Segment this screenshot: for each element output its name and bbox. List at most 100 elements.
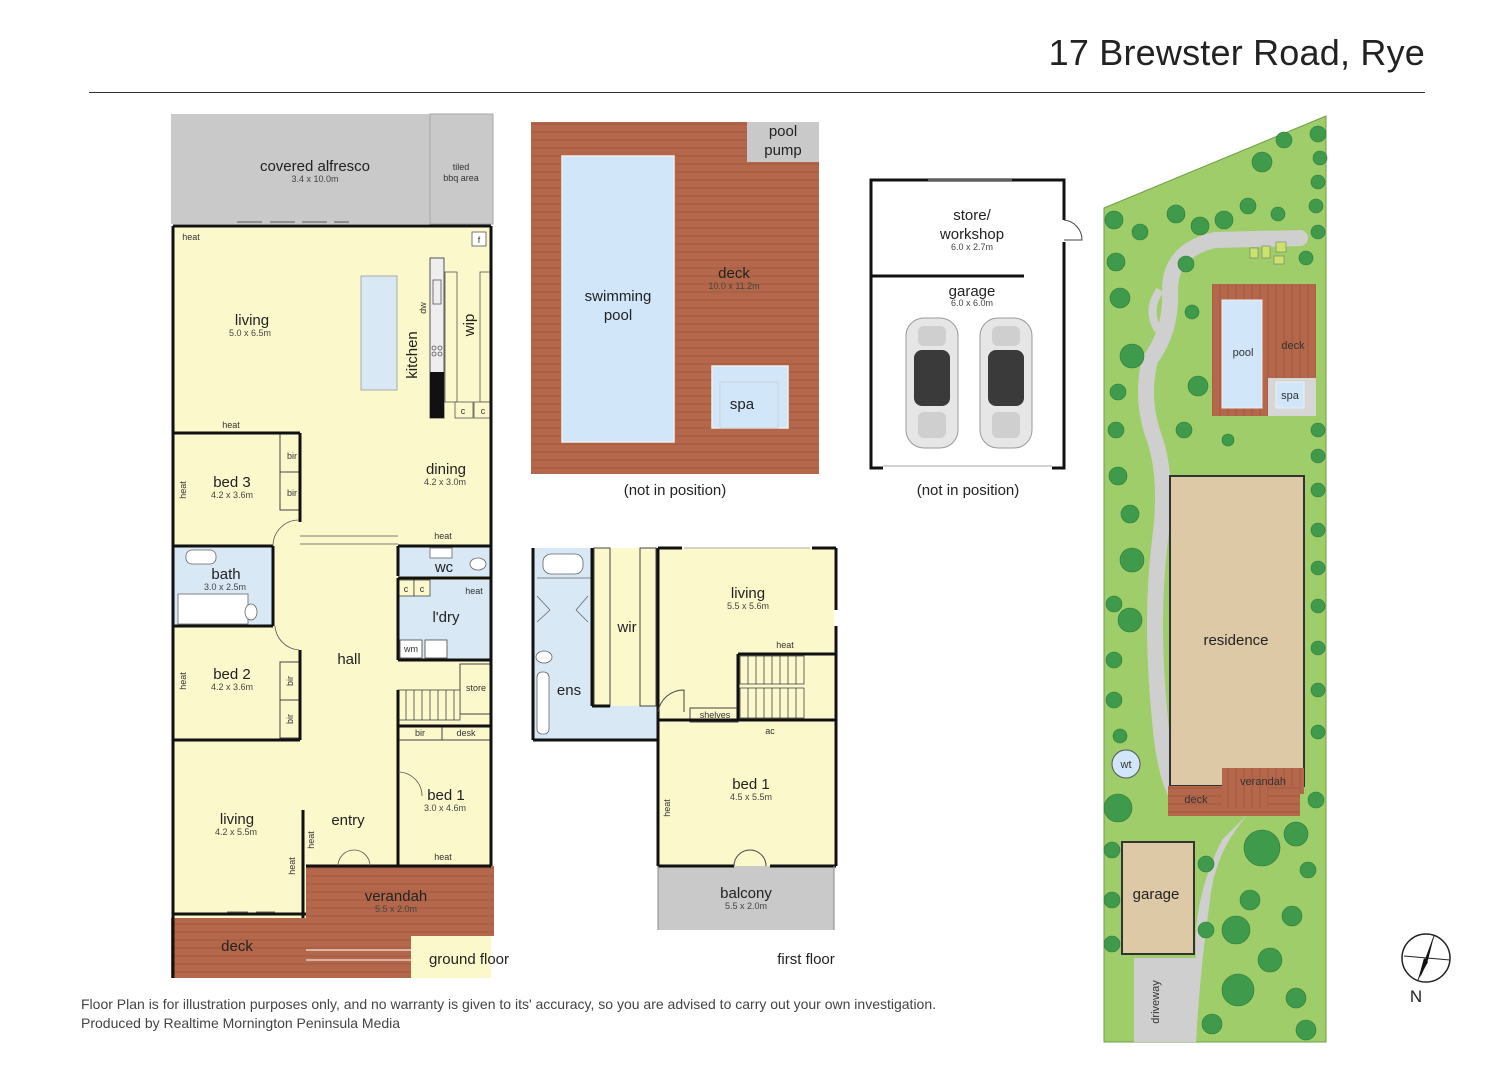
heat-label: heat: [182, 232, 200, 242]
verandah-label: verandah: [365, 888, 428, 905]
bed1-label: bed 1: [427, 787, 465, 804]
hall-label: hall: [337, 651, 360, 668]
disclaimer: Floor Plan is for illustration purposes …: [81, 995, 936, 1033]
site-deck2-label: deck: [1184, 794, 1208, 806]
car-icon: [905, 317, 959, 449]
store-workshop-label: store/: [953, 207, 991, 224]
site-garage-label: garage: [1133, 886, 1180, 903]
garage-label: garage: [949, 283, 996, 300]
bir-label: bir: [287, 488, 297, 498]
garage-dim: 6.0 x 6.0m: [951, 298, 993, 308]
bed2-dim: 4.2 x 3.6m: [211, 682, 253, 692]
wir-label: wir: [616, 619, 636, 636]
living-main-label: living: [235, 312, 269, 329]
deck-floor: [171, 918, 411, 978]
first-bed1-label: bed 1: [732, 776, 770, 793]
store-workshop-label: workshop: [939, 226, 1004, 243]
site-residence-label: residence: [1203, 632, 1268, 649]
pool-deck-dim: 10.0 x 11.2m: [708, 281, 759, 291]
disclaimer-line-1: Floor Plan is for illustration purposes …: [81, 996, 937, 1012]
north-compass-icon: N: [1401, 933, 1451, 1006]
heat-label: heat: [178, 481, 188, 499]
cupboard-label: c: [420, 584, 425, 594]
tiled-label: tiled: [453, 162, 470, 172]
north-label: N: [1410, 987, 1422, 1006]
bir-label: bir: [285, 714, 295, 724]
first-bed1-dim: 4.5 x 5.5m: [730, 792, 772, 802]
first-living-dim: 5.5 x 5.6m: [727, 601, 769, 611]
cupboard-label: c: [404, 584, 409, 594]
site-spa: [1275, 381, 1305, 409]
ground-floor-labels: covered alfresco 3.4 x 10.0m tiled bbq a…: [178, 158, 509, 968]
site-pool-label: pool: [1233, 347, 1254, 359]
ensuite-label: ens: [557, 682, 581, 699]
balcony-floor: [658, 866, 834, 930]
bir-label: bir: [287, 451, 297, 461]
bir-label: bir: [415, 728, 425, 738]
balcony-dim: 5.5 x 2.0m: [725, 901, 767, 911]
first-floor-caption: first floor: [777, 951, 835, 968]
store-workshop-dim: 6.0 x 2.7m: [951, 242, 993, 252]
bir-label: bir: [285, 676, 295, 686]
wc-label: wc: [434, 559, 454, 576]
heat-label: heat: [222, 420, 240, 430]
site-plan: pool deck spa residence wt verandah deck…: [1103, 115, 1328, 1043]
bed2-label: bed 2: [213, 666, 251, 683]
pool-pump-box: [747, 122, 819, 162]
verandah-dim: 5.5 x 2.0m: [375, 904, 417, 914]
heat-label: heat: [306, 831, 316, 849]
dishwasher-label: dw: [418, 302, 428, 314]
heat-label: heat: [434, 852, 452, 862]
pool-not-in-position-note: (not in position): [624, 482, 727, 499]
heat-label: heat: [287, 857, 297, 875]
swimming-pool-label: swimming: [585, 288, 652, 305]
washing-machine-label: wm: [403, 644, 418, 654]
disclaimer-line-2: Produced by Realtime Mornington Peninsul…: [81, 1015, 401, 1031]
heat-label: heat: [776, 640, 794, 650]
pool-pump-label: pool: [769, 123, 797, 140]
garage-not-in-position-note: (not in position): [917, 482, 1020, 499]
bath-label: bath: [211, 566, 240, 583]
pool-pump-label: pump: [764, 142, 802, 159]
ground-floor-caption: ground floor: [429, 951, 509, 968]
ground-floor-plan: [171, 113, 494, 978]
first-living-label: living: [731, 585, 765, 602]
site-spa-label: spa: [1281, 390, 1300, 402]
water-tank-label: wt: [1120, 759, 1132, 771]
bed1-dim: 3.0 x 4.6m: [424, 803, 466, 813]
covered-alfresco-area: [171, 114, 430, 224]
living-front-label: living: [220, 811, 254, 828]
pool-area-plan: pool pump swimming pool deck 10.0 x 11.2…: [531, 122, 819, 499]
site-deck-label: deck: [1281, 340, 1305, 352]
bed3-label: bed 3: [213, 474, 251, 491]
store-label: store: [466, 683, 486, 693]
heat-label: heat: [178, 672, 188, 690]
site-pool: [1221, 299, 1263, 409]
bbq-area-label: bbq area: [443, 173, 479, 183]
site-residence: [1169, 475, 1305, 787]
swimming-pool-label: pool: [604, 307, 632, 324]
dining-dim: 4.2 x 3.0m: [424, 477, 466, 487]
deck-label: deck: [221, 938, 253, 955]
spa-label: spa: [730, 396, 755, 413]
heat-label: heat: [662, 799, 672, 817]
pool-deck-label: deck: [718, 265, 750, 282]
entry-label: entry: [331, 812, 365, 829]
covered-alfresco-label: covered alfresco: [260, 158, 370, 175]
heat-label: heat: [465, 586, 483, 596]
site-trees: [1103, 125, 1328, 1041]
fridge-label: f: [478, 235, 481, 245]
first-floor-plan: wir ens living 5.5 x 5.6m heat shelves a…: [531, 546, 838, 968]
balcony-label: balcony: [720, 885, 772, 902]
covered-alfresco-dim: 3.4 x 10.0m: [291, 174, 338, 184]
dining-label: dining: [426, 461, 466, 478]
driveway-label: driveway: [1150, 980, 1162, 1024]
shelves-label: shelves: [700, 710, 731, 720]
desk-label: desk: [456, 728, 476, 738]
tiled-bbq-area: [429, 113, 494, 225]
garage-building-plan: store/ workshop 6.0 x 2.7m garage 6.0 x …: [869, 178, 1083, 499]
site-verandah-label: verandah: [1240, 776, 1286, 788]
driveway: [1134, 958, 1196, 1042]
site-garage: [1121, 841, 1195, 955]
